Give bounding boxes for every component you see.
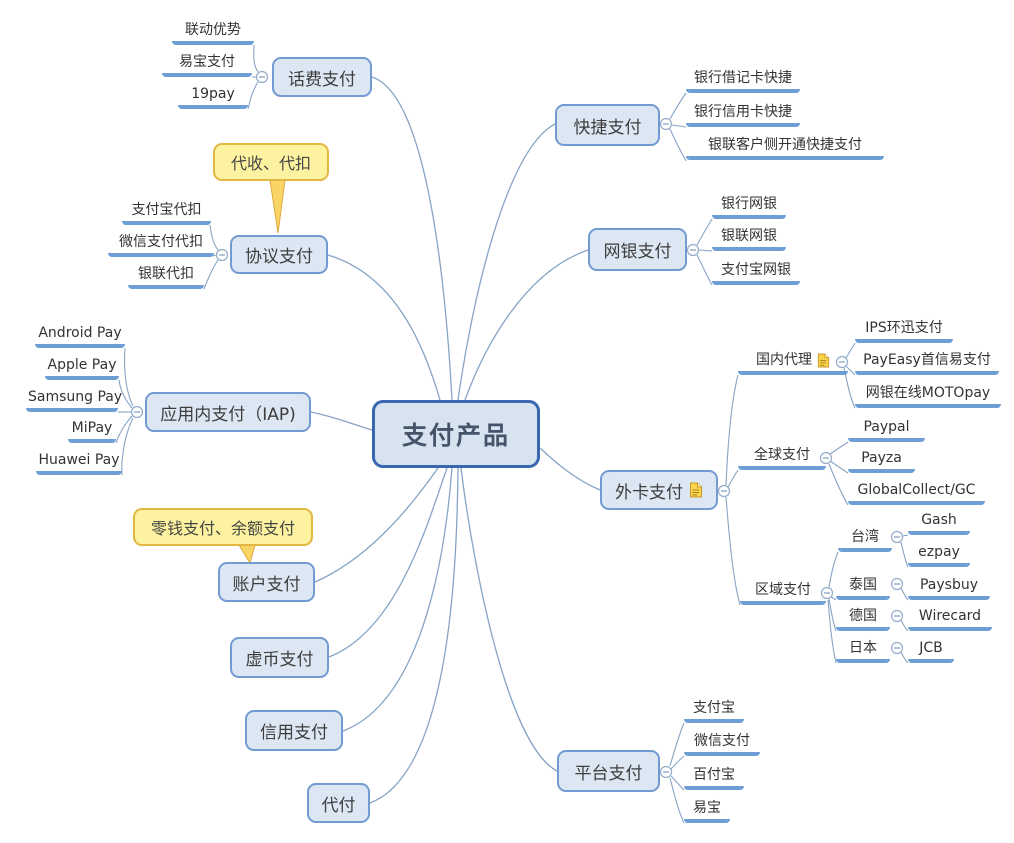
collapse-toggle[interactable] <box>890 577 904 591</box>
mindmap-node[interactable]: 德国 <box>836 604 890 632</box>
callout-lingqian-yue[interactable]: 零钱支付、余额支付 <box>133 508 313 546</box>
mindmap-node[interactable]: 银行信用卡快捷 <box>686 100 800 128</box>
mindmap-node[interactable]: GlobalCollect/GC <box>848 478 985 506</box>
mindmap-node[interactable]: 联动优势 <box>172 18 254 46</box>
mindmap-node[interactable]: JCB <box>908 636 954 664</box>
mindmap-node[interactable]: 19pay <box>178 82 248 110</box>
collapse-toggle[interactable] <box>890 641 904 655</box>
collapse-toggle[interactable] <box>890 530 904 544</box>
callout-daishou-daikou[interactable]: 代收、代扣 <box>213 143 329 181</box>
collapse-toggle[interactable] <box>659 117 673 131</box>
collapse-toggle[interactable] <box>215 248 229 262</box>
topic-waika-zhifu[interactable]: 外卡支付 <box>600 470 718 510</box>
collapse-toggle[interactable] <box>819 451 833 465</box>
mindmap-node[interactable]: 网银在线MOTOpay <box>855 381 1001 409</box>
mindmap-node[interactable]: Paysbuy <box>908 573 990 601</box>
collapse-toggle[interactable] <box>820 586 834 600</box>
topic-label: 外卡支付 <box>615 482 683 503</box>
mindmap-node[interactable]: 台湾 <box>838 525 892 553</box>
collapse-toggle[interactable] <box>255 70 269 84</box>
topic-huafei-zhifu[interactable]: 话费支付 <box>272 57 372 97</box>
mindmap-node[interactable]: 支付宝网银 <box>712 258 800 286</box>
root-topic[interactable]: 支付产品 <box>372 400 540 468</box>
mindmap-node[interactable]: Paypal <box>848 415 925 443</box>
mindmap-node-label: 国内代理 <box>756 352 812 368</box>
mindmap-node[interactable]: 微信支付 <box>684 729 760 757</box>
notes-icon[interactable] <box>817 353 830 368</box>
mindmap-node[interactable]: 支付宝代扣 <box>122 198 211 226</box>
mindmap-node[interactable]: IPS环迅支付 <box>855 316 953 344</box>
collapse-toggle[interactable] <box>717 484 731 498</box>
topic-xubi-zhifu[interactable]: 虚币支付 <box>230 637 329 678</box>
collapse-toggle[interactable] <box>659 765 673 779</box>
collapse-toggle[interactable] <box>890 609 904 623</box>
mindmap-node[interactable]: 全球支付 <box>738 443 826 471</box>
topic-kuaijie-zhifu[interactable]: 快捷支付 <box>555 104 660 146</box>
topic-daifu[interactable]: 代付 <box>307 783 370 823</box>
mindmap-node[interactable]: 银联客户侧开通快捷支付 <box>686 133 884 161</box>
mindmap-node[interactable]: Gash <box>908 508 970 536</box>
mindmap-node[interactable]: Samsung Pay <box>26 385 122 413</box>
mindmap-node[interactable]: MiPay <box>68 416 116 444</box>
mindmap-node[interactable]: 银行网银 <box>712 192 786 220</box>
mindmap-node[interactable]: ezpay <box>908 540 970 568</box>
topic-xinyong-zhifu[interactable]: 信用支付 <box>245 710 343 751</box>
mindmap-node[interactable]: 易宝支付 <box>162 50 252 78</box>
mindmap-node[interactable]: Wirecard <box>908 604 992 632</box>
mindmap-node[interactable]: 支付宝 <box>684 696 744 724</box>
mindmap-node[interactable]: Android Pay <box>35 321 125 349</box>
mindmap-node[interactable]: 泰国 <box>836 573 890 601</box>
topic-zhanghu-zhifu[interactable]: 账户支付 <box>218 562 315 602</box>
mindmap-node[interactable]: 银联代扣 <box>128 262 204 290</box>
topic-iap-zhifu[interactable]: 应用内支付（IAP) <box>145 392 311 432</box>
topic-xieyi-zhifu[interactable]: 协议支付 <box>230 235 328 274</box>
collapse-toggle[interactable] <box>130 405 144 419</box>
collapse-toggle[interactable] <box>686 243 700 257</box>
mindmap-node[interactable]: 百付宝 <box>684 763 744 791</box>
mindmap-node[interactable]: Apple Pay <box>45 353 119 381</box>
mindmap-node[interactable]: 易宝 <box>684 796 730 824</box>
mindmap-node[interactable]: 区域支付 <box>740 578 826 606</box>
mindmap-node[interactable]: 微信支付代扣 <box>108 230 214 258</box>
callout-tail <box>269 179 286 234</box>
topic-wangyin-zhifu[interactable]: 网银支付 <box>588 228 687 271</box>
callout-tail <box>238 544 256 565</box>
topic-pingtai-zhifu[interactable]: 平台支付 <box>557 750 660 792</box>
mindmap-node[interactable]: 国内代理 <box>738 348 848 376</box>
mindmap-node[interactable]: 银行借记卡快捷 <box>686 66 800 94</box>
mindmap-node[interactable]: Huawei Pay <box>36 448 122 476</box>
mindmap-node[interactable]: 日本 <box>836 636 890 664</box>
collapse-toggle[interactable] <box>835 355 849 369</box>
mindmap-node[interactable]: PayEasy首信易支付 <box>855 348 999 376</box>
mindmap-node[interactable]: 银联网银 <box>712 224 786 252</box>
notes-icon[interactable] <box>689 482 703 498</box>
mindmap-node[interactable]: Payza <box>848 446 915 474</box>
